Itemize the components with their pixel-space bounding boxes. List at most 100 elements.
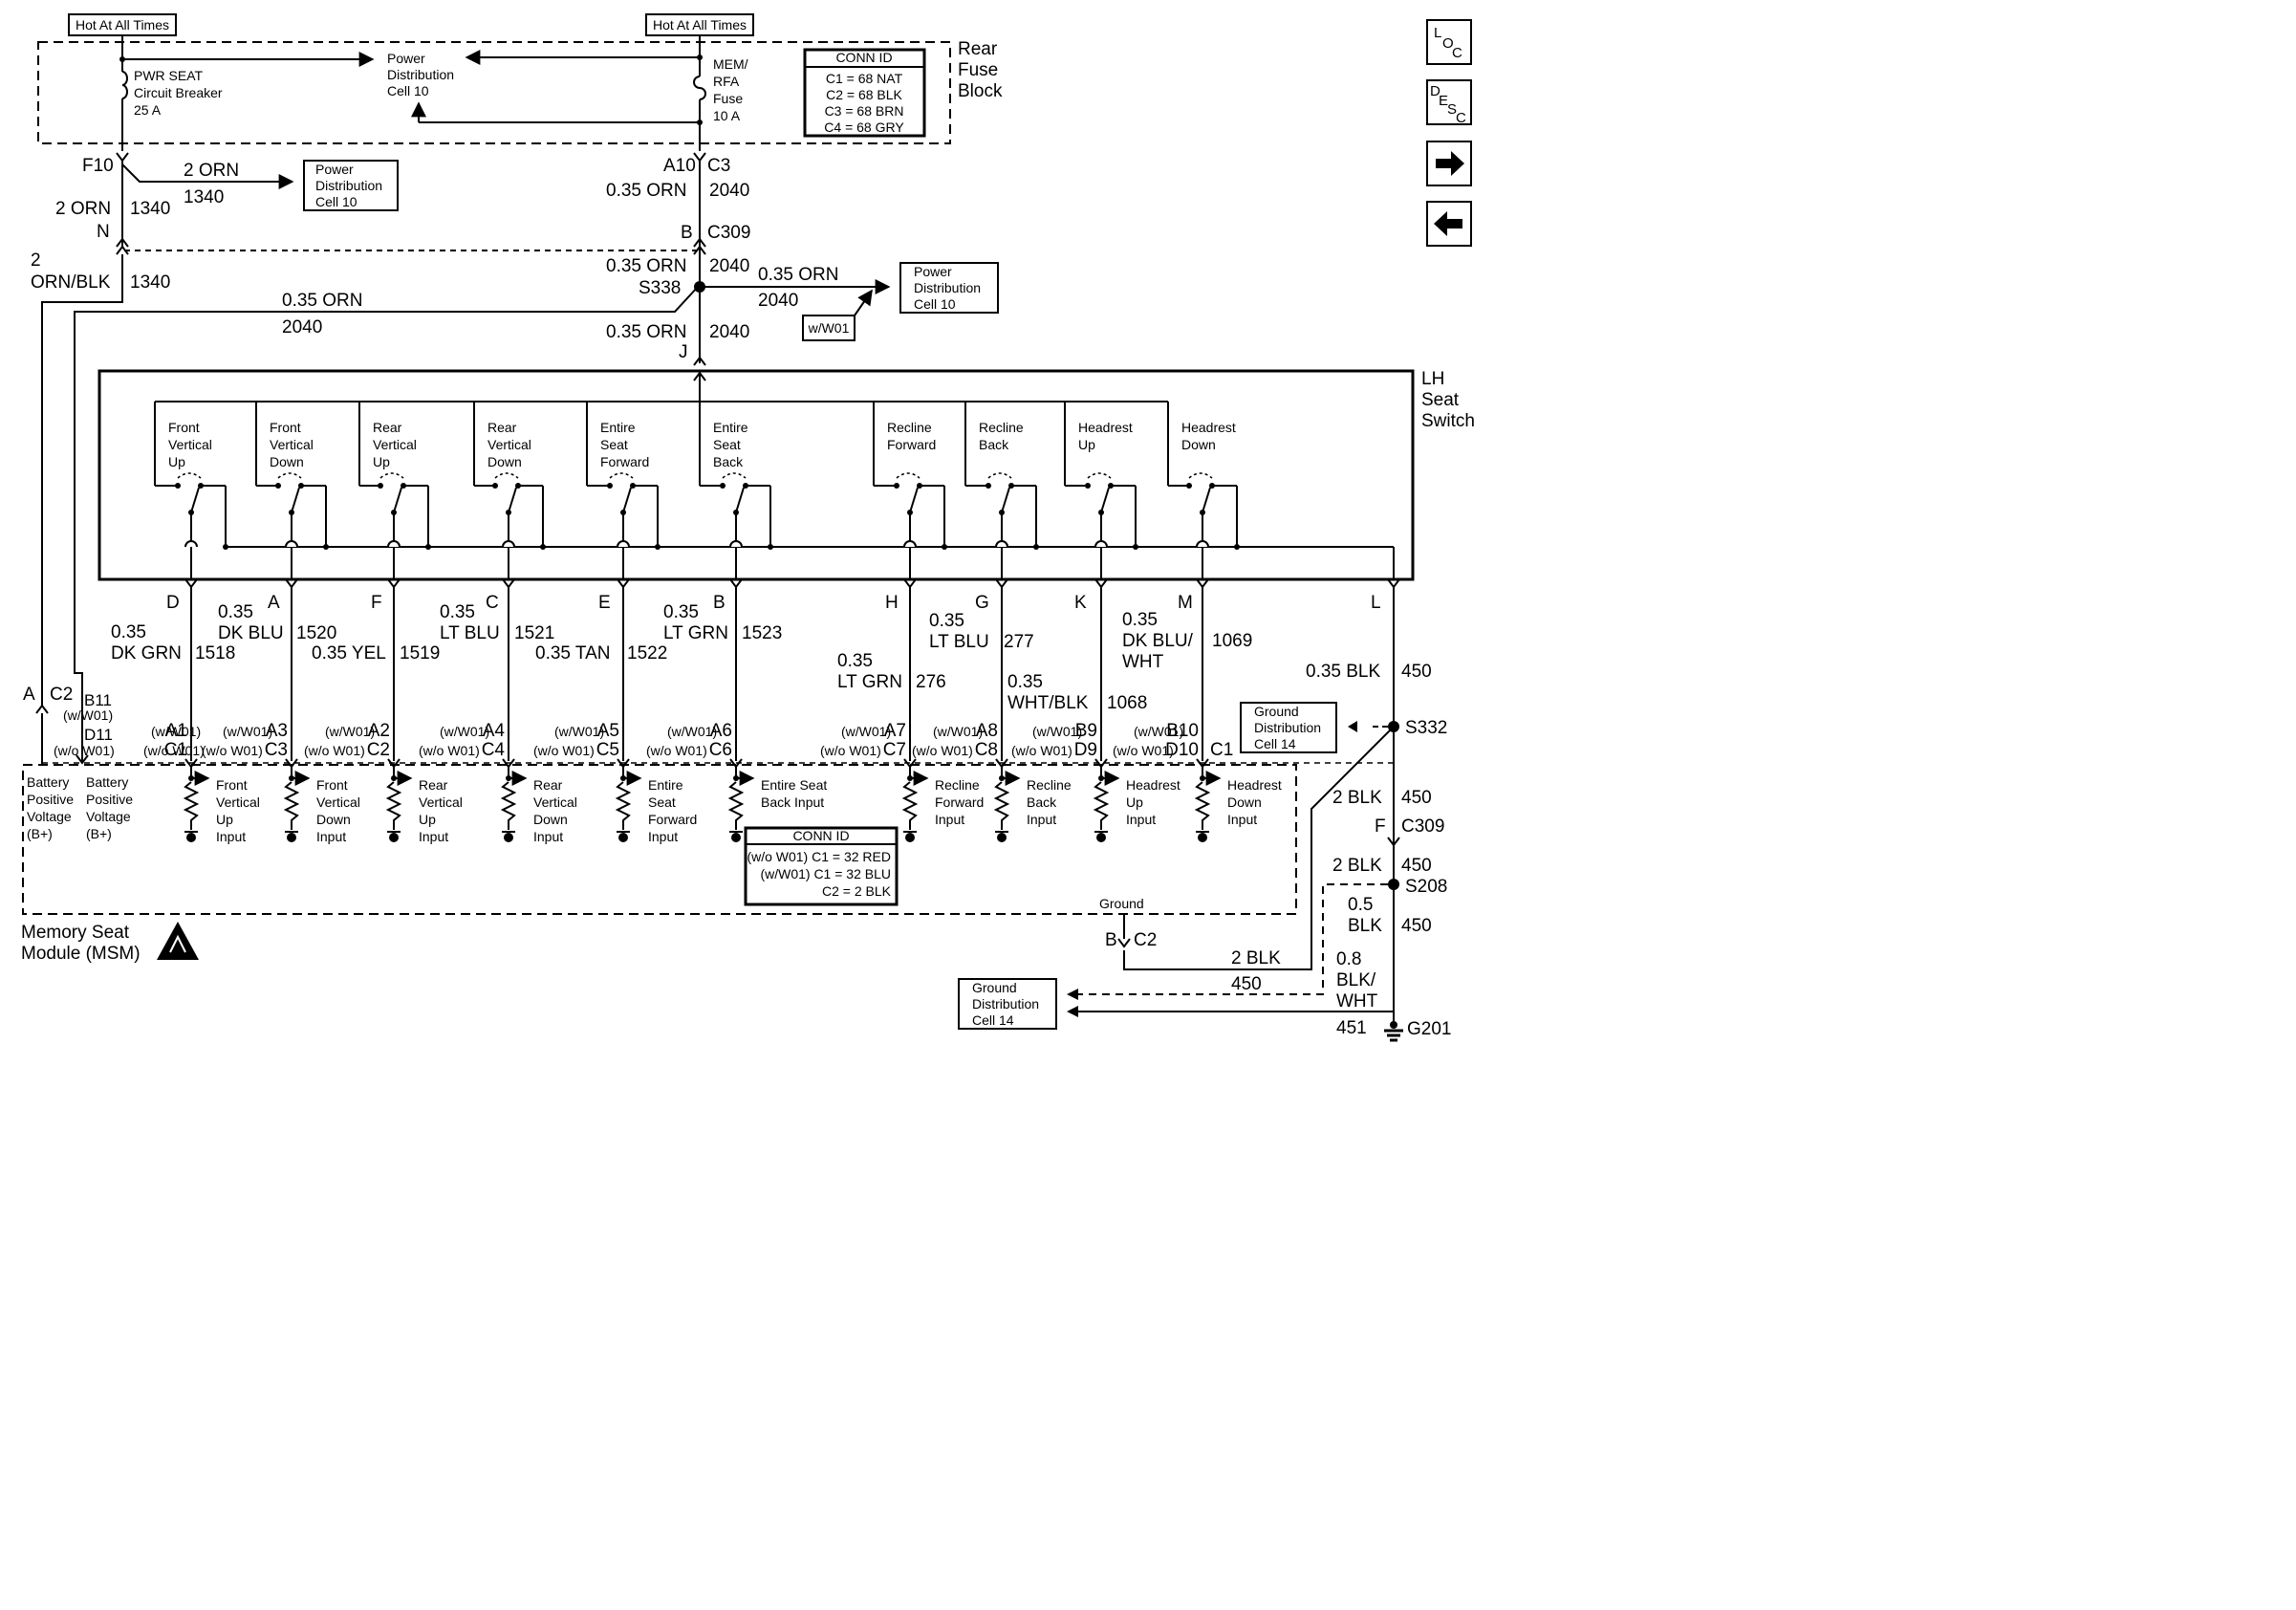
svg-text:C3: C3 <box>707 156 730 176</box>
msm-input-3-label-4: Input <box>419 829 448 844</box>
svg-text:C4 = 68 GRY: C4 = 68 GRY <box>824 120 904 135</box>
svg-text:(w/o W01): (w/o W01) <box>419 743 480 758</box>
esd-warning-icon <box>157 922 199 960</box>
msm-input-4-label-2: Vertical <box>533 794 577 810</box>
pin-label-g: G <box>975 593 989 613</box>
svg-text:A3: A3 <box>266 721 288 741</box>
w-w01-box: w/W01 <box>802 315 856 341</box>
svg-text:B10: B10 <box>1166 721 1199 741</box>
svg-text:D10: D10 <box>1165 740 1199 760</box>
svg-text:C7: C7 <box>883 740 906 760</box>
svg-text:A6: A6 <box>710 721 732 741</box>
svg-text:Power: Power <box>914 264 952 279</box>
msm-input-8-label-2: Back <box>1027 794 1057 810</box>
svg-text:S332: S332 <box>1405 718 1447 738</box>
svg-text:Hot At All Times: Hot At All Times <box>653 17 747 33</box>
loc-icon[interactable]: L O C <box>1426 19 1472 65</box>
switch-7-label-1: Recline <box>887 420 932 435</box>
svg-text:Hot At All Times: Hot At All Times <box>76 17 169 33</box>
svg-text:Distribution: Distribution <box>914 280 981 295</box>
svg-text:(w/W01): (w/W01) <box>63 707 113 723</box>
svg-text:WHT: WHT <box>1336 991 1378 1012</box>
msm-input-2-label-2: Vertical <box>316 794 360 810</box>
svg-text:(w/o W01) C1 = 32 RED: (w/o W01) C1 = 32 RED <box>747 849 891 864</box>
svg-text:2040: 2040 <box>709 256 749 276</box>
svg-text:0.35 TAN: 0.35 TAN <box>535 643 611 664</box>
switch-6-label-3: Back <box>713 454 744 469</box>
wire-8-connector-labels: (w/W01)A8(w/o W01)C8 <box>912 721 998 760</box>
svg-text:F10: F10 <box>82 156 114 176</box>
power-distribution-box-1: Power Distribution Cell 10 <box>303 160 399 211</box>
svg-text:A2: A2 <box>368 721 390 741</box>
svg-text:A8: A8 <box>976 721 998 741</box>
switch-9-label-1: Headrest <box>1078 420 1133 435</box>
switch-2-label-2: Vertical <box>270 437 314 452</box>
svg-text:2 ORN: 2 ORN <box>184 161 239 181</box>
wire-2-connector-labels: (w/W01)A3(w/o W01)C3 <box>202 721 288 760</box>
svg-text:DK BLU: DK BLU <box>218 623 284 643</box>
svg-text:LT GRN: LT GRN <box>663 623 728 643</box>
svg-text:L: L <box>1434 25 1441 41</box>
msm-input-7-label-2: Forward <box>935 794 984 810</box>
switch-9-label-2: Up <box>1078 437 1095 452</box>
svg-text:2040: 2040 <box>758 291 798 311</box>
svg-text:1519: 1519 <box>400 643 440 664</box>
switch-2-label-1: Front <box>270 420 301 435</box>
switch-4-label-2: Vertical <box>487 437 531 452</box>
switch-2-label-3: Down <box>270 454 304 469</box>
svg-text:Cell 14: Cell 14 <box>1254 736 1296 751</box>
svg-text:LT GRN: LT GRN <box>837 672 902 692</box>
fuse-block-conn-id-box: CONN ID C1 = 68 NAT C2 = 68 BLK C3 = 68 … <box>803 48 926 138</box>
wire-9-connector-labels: (w/W01)B9(w/o W01)D9 <box>1011 721 1097 760</box>
svg-text:ORN/BLK: ORN/BLK <box>31 272 111 293</box>
breaker-label-1: PWR SEAT <box>134 68 204 83</box>
svg-text:C2: C2 <box>1134 930 1157 950</box>
svg-text:Module (MSM): Module (MSM) <box>21 944 141 964</box>
msm-input-1-label-2: Vertical <box>216 794 260 810</box>
svg-text:1340: 1340 <box>130 272 170 293</box>
switch-8-label-2: Back <box>979 437 1009 452</box>
svg-text:2 BLK: 2 BLK <box>1231 948 1281 968</box>
desc-icon[interactable]: D E S C <box>1426 79 1472 126</box>
svg-text:1521: 1521 <box>514 623 554 643</box>
msm-conn-id-box: CONN ID (w/o W01) C1 = 32 RED (w/W01) C1… <box>744 826 899 906</box>
svg-text:Power: Power <box>315 162 354 177</box>
svg-text:C2: C2 <box>367 740 390 760</box>
switch-3-label-2: Vertical <box>373 437 417 452</box>
msm-input-9-label-1: Headrest <box>1126 777 1180 793</box>
wire-6-connector-labels: (w/W01)A6(w/o W01)C6 <box>646 721 732 760</box>
svg-text:Distribution: Distribution <box>315 178 382 193</box>
pin-label-l: L <box>1371 593 1381 613</box>
pin-label-k: K <box>1074 593 1087 613</box>
svg-text:0.8: 0.8 <box>1336 949 1361 969</box>
fuse-symbol <box>693 76 706 100</box>
svg-text:(w/o W01): (w/o W01) <box>54 743 115 758</box>
svg-text:S: S <box>1447 101 1457 118</box>
svg-text:C2 = 68 BLK: C2 = 68 BLK <box>826 87 902 102</box>
svg-text:0.35: 0.35 <box>440 602 475 622</box>
pin-label-e: E <box>598 593 611 613</box>
msm-input-2-label-1: Front <box>316 777 348 793</box>
svg-text:(w/W01): (w/W01) <box>440 724 489 739</box>
switch-3-label-3: Up <box>373 454 390 469</box>
svg-text:0.35 YEL: 0.35 YEL <box>312 643 386 664</box>
ground-g201-icon <box>1384 1021 1403 1042</box>
svg-text:(w/W01): (w/W01) <box>841 724 891 739</box>
switch-3-label-1: Rear <box>373 420 402 435</box>
svg-text:Voltage: Voltage <box>86 809 131 824</box>
left-arrow-icon[interactable] <box>1426 201 1472 247</box>
msm-input-3-label-3: Up <box>419 812 436 827</box>
ground-distribution-box-2: Ground Distribution Cell 14 <box>958 978 1057 1030</box>
svg-text:Cell 10: Cell 10 <box>315 194 357 209</box>
svg-text:2 ORN: 2 ORN <box>55 199 111 219</box>
msm-input-1-label-3: Up <box>216 812 233 827</box>
svg-text:451: 451 <box>1336 1018 1367 1038</box>
right-arrow-icon[interactable] <box>1426 141 1472 186</box>
